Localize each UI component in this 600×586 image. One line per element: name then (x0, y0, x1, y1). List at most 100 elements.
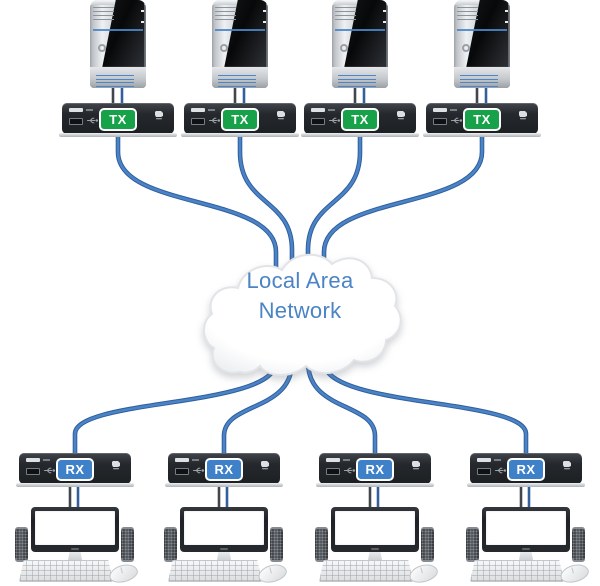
tower-groove (457, 7, 478, 8)
usb-port (311, 118, 325, 125)
tower-accent-line (93, 29, 143, 31)
tower-vent (460, 82, 498, 83)
tower-vent (460, 85, 498, 87)
kvm-transmitter-4: TX (423, 103, 541, 137)
lan-label: Local Area Network (200, 266, 400, 326)
device-brand-glyph-icon (261, 461, 269, 470)
tx-badge: TX (463, 108, 501, 131)
speaker-right (572, 527, 585, 562)
mouse (407, 561, 440, 586)
speaker-right (421, 527, 434, 562)
kvm-receiver-4: RX (467, 453, 585, 487)
computer-tower-2 (212, 0, 268, 88)
kvm-transmitter-1: TX (59, 103, 177, 137)
usb-icon (44, 467, 56, 474)
model-mark (343, 459, 350, 461)
tower-groove (335, 7, 356, 8)
drive-bay-button (505, 10, 508, 12)
monitor (31, 507, 119, 552)
tx-badge: TX (221, 108, 259, 131)
speaker-left (466, 527, 479, 562)
power-button (220, 44, 228, 52)
tower-vent (338, 78, 376, 80)
monitor-screen (486, 511, 566, 545)
usb-port (26, 468, 40, 475)
usb-port (326, 468, 340, 475)
tower-groove (457, 19, 478, 20)
kvm-transmitter-3: TX (301, 103, 419, 137)
usb-icon (451, 117, 463, 124)
device-base (181, 133, 299, 137)
tx-badge: TX (341, 108, 379, 131)
tower-accent-line (215, 29, 265, 31)
device-base (301, 133, 419, 137)
tower-vent (338, 85, 376, 87)
device-brand-glyph-icon (397, 111, 405, 120)
tower-accent-line (457, 29, 507, 31)
rx-badge: RX (56, 458, 94, 481)
monitor (180, 507, 268, 552)
brand-logo (433, 108, 447, 112)
tower-vent (218, 85, 256, 87)
usb-icon (329, 117, 341, 124)
drive-bay-button (263, 10, 266, 12)
usb-icon (87, 117, 99, 124)
kvm-receiver-2: RX (165, 453, 283, 487)
usb-icon (495, 467, 507, 474)
device-brand-glyph-icon (563, 461, 571, 470)
device-base (59, 133, 177, 137)
monitor-logo (71, 548, 79, 550)
device-brand-glyph-icon (155, 111, 163, 120)
device-base (423, 133, 541, 137)
tower-groove (215, 15, 236, 16)
rx-badge: RX (205, 458, 243, 481)
drive-bay-button (383, 10, 386, 12)
monitor-logo (220, 548, 228, 550)
usb-port (191, 118, 205, 125)
tower-vent (460, 78, 498, 80)
device-base (316, 483, 434, 487)
tx-badge: TX (99, 108, 137, 131)
computer-tower-3 (332, 0, 388, 88)
tower-vent (96, 78, 134, 80)
monitor-logo (371, 548, 379, 550)
device-base (16, 483, 134, 487)
computer-tower-4 (454, 0, 510, 88)
usb-port (477, 468, 491, 475)
drive-bay-button (263, 21, 266, 23)
drive-bay-button (383, 21, 386, 23)
tower-vent (338, 82, 376, 83)
speaker-left (15, 527, 28, 562)
tower-groove (215, 19, 236, 20)
usb-port (175, 468, 189, 475)
rx-badge: RX (507, 458, 545, 481)
lan-cloud (203, 253, 402, 376)
keyboard (168, 560, 262, 582)
tower-groove (93, 7, 114, 8)
monitor (482, 507, 570, 552)
tower-groove (335, 15, 356, 16)
lan-label-line1: Local Area (246, 268, 354, 293)
workstation-3 (313, 505, 440, 586)
keyboard (19, 560, 113, 582)
brand-logo (191, 108, 205, 112)
tower-to-tx-cables (111, 84, 488, 108)
tower-vent (96, 75, 134, 76)
kvm-receiver-3: RX (316, 453, 434, 487)
power-button (462, 44, 470, 52)
mouse (256, 561, 289, 586)
device-brand-glyph-icon (277, 111, 285, 120)
workstation-2 (162, 505, 289, 586)
tower-groove (457, 15, 478, 16)
tower-groove (93, 15, 114, 16)
tower-vent (96, 85, 134, 87)
model-mark (494, 459, 501, 461)
tower-groove (457, 11, 478, 12)
drive-bay-button (505, 21, 508, 23)
model-mark (192, 459, 199, 461)
tower-groove (215, 7, 236, 8)
tower-vent (218, 78, 256, 80)
rx-to-monitor-cables (68, 482, 531, 510)
model-mark (43, 459, 50, 461)
workstation-4 (464, 505, 591, 586)
